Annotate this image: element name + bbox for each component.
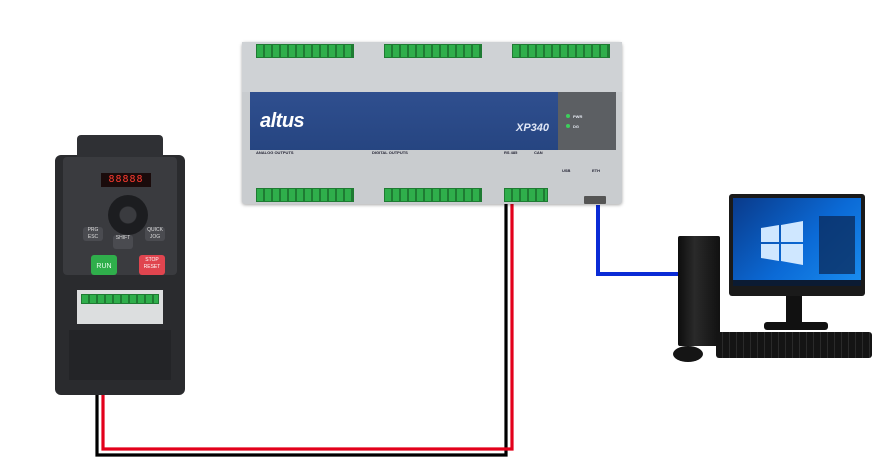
dg-led-icon — [566, 124, 570, 128]
inverter-control-terminals — [81, 294, 159, 304]
plc-status-panel — [558, 92, 616, 150]
plc-brand-logo: altus — [260, 110, 305, 132]
frequency-inverter: 88888 PRG ESC SHIFT QUICK JOG RUN STOP R… — [55, 135, 185, 395]
rs485-terminal — [504, 188, 548, 202]
dial-knob-icon — [108, 195, 148, 235]
windows-logo-icon — [733, 216, 861, 286]
label-digital-outputs: DIGITAL OUTPUTS — [372, 150, 408, 155]
stop-reset-key: STOP RESET — [139, 255, 165, 275]
bottom-terminal-block-2 — [384, 188, 482, 202]
inverter-power-section — [69, 330, 171, 380]
plc-front-panel — [250, 92, 558, 150]
plc-model: XP340 — [516, 122, 550, 134]
pc-tower-icon — [678, 236, 720, 346]
pwr-led-icon — [566, 114, 570, 118]
quick-jog-key: QUICK JOG — [145, 227, 165, 241]
keyboard-icon — [716, 332, 872, 358]
mouse-icon — [673, 346, 703, 362]
top-terminal-block-3 — [512, 44, 610, 58]
label-dg: DG — [573, 124, 579, 129]
top-terminal-block-2 — [384, 44, 482, 58]
label-can: CAN — [534, 150, 543, 155]
label-rs485: RS 485 — [504, 150, 518, 155]
inverter-keypad: 88888 PRG ESC SHIFT QUICK JOG RUN STOP R… — [63, 157, 177, 275]
plc-controller: POWER STD INPUTS ANALOG INPUTS DIGITAL I… — [242, 42, 622, 204]
ethernet-port-icon — [584, 196, 606, 204]
label-eth: ETH — [592, 168, 600, 173]
monitor-screen — [733, 198, 861, 286]
prg-esc-key: PRG ESC — [83, 227, 103, 241]
run-key: RUN — [91, 255, 117, 275]
inverter-terminal-block — [77, 290, 163, 324]
label-analog-outputs: ANALOG OUTPUTS — [256, 150, 294, 155]
monitor-stand-base — [764, 322, 828, 330]
shift-key: SHIFT — [113, 235, 133, 249]
ethernet-cable — [596, 205, 684, 276]
monitor-icon — [729, 194, 865, 296]
bottom-terminal-block-1 — [256, 188, 354, 202]
label-pwr: PWR — [573, 114, 583, 119]
label-usb: USB — [562, 168, 571, 173]
monitor-stand — [786, 296, 802, 324]
inverter-display: 88888 — [101, 173, 151, 187]
top-terminal-block-1 — [256, 44, 354, 58]
